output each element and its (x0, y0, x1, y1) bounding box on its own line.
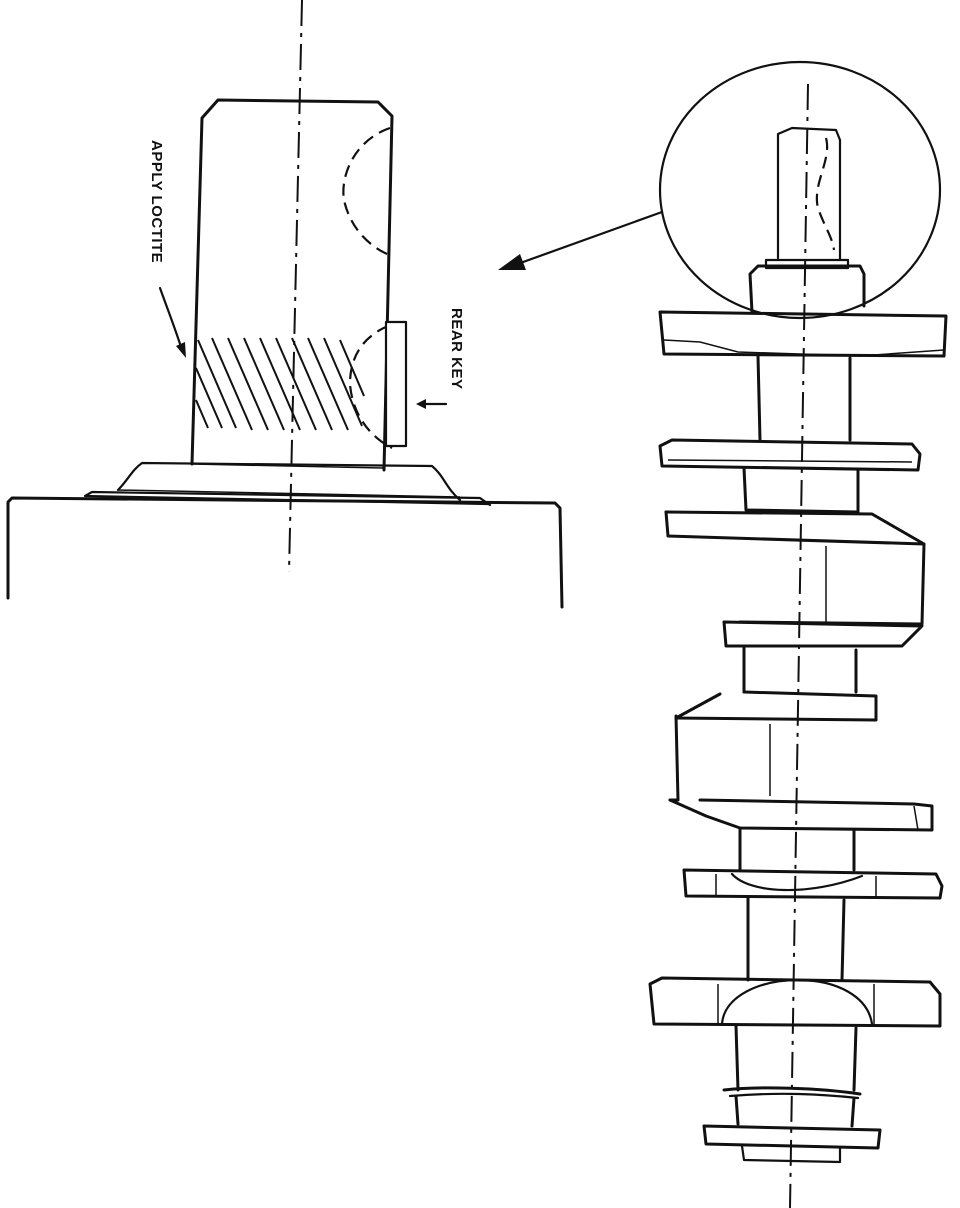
main-journal-2 (742, 646, 858, 694)
loctite-leader-arrow (158, 286, 186, 358)
crankshaft-view (648, 60, 948, 1208)
callout-arrow (498, 210, 664, 270)
web-5 (668, 798, 934, 832)
rear-key (384, 320, 408, 448)
detail-crank-body (6, 461, 564, 609)
crank-snout (748, 126, 866, 314)
web-3 (722, 620, 924, 648)
rear-key-leader-arrow (416, 399, 448, 409)
detail-view: APPLY LOCTITE REAR KEY (6, 0, 564, 609)
apply-loctite-label: APPLY LOCTITE (148, 140, 165, 263)
detail-circle (658, 60, 942, 320)
detail-snout (190, 98, 394, 472)
crank-centerline (789, 83, 809, 1208)
web-1 (658, 438, 922, 472)
rear-seal-ring (722, 1086, 862, 1128)
web-6 (682, 868, 944, 900)
web-4 (668, 690, 878, 802)
rear-counterweight (648, 976, 942, 1028)
main-journal-1 (756, 354, 852, 442)
main-journal-3 (746, 896, 846, 982)
rod-journal-1 (742, 466, 860, 514)
detail-centerline (288, 0, 303, 573)
front-key-hidden (342, 126, 393, 258)
rear-key-hidden (348, 324, 393, 449)
loctite-hatch-area (195, 337, 365, 431)
rear-main-journal (734, 1024, 858, 1092)
rear-flange (702, 1124, 882, 1164)
crank-front-flange (658, 310, 948, 358)
rod-journal-2 (738, 826, 856, 872)
rear-key-label: REAR KEY (448, 308, 465, 390)
web-2 (664, 510, 926, 626)
